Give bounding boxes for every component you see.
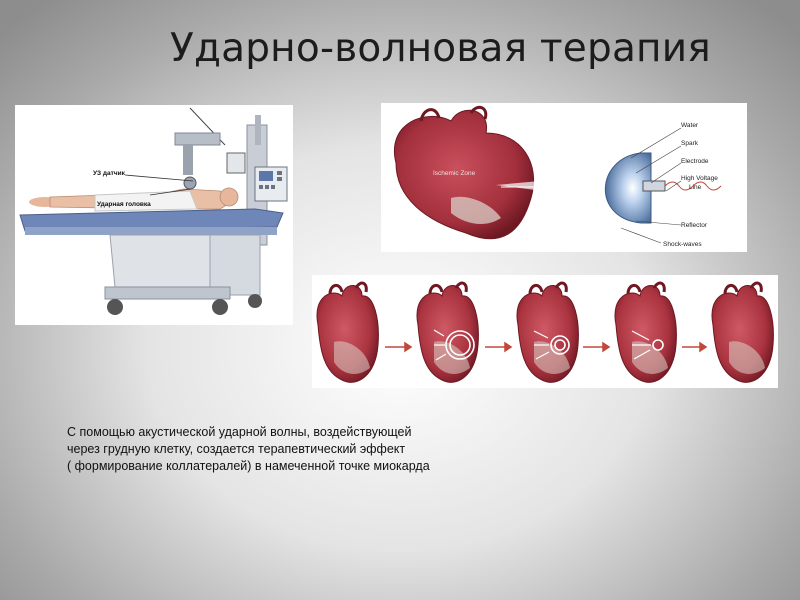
label-sensor: УЗ датчик: [93, 170, 126, 177]
heart-step-5: [710, 281, 775, 384]
heart-step-3: [515, 281, 580, 384]
label-reflector: Reflector: [681, 222, 708, 229]
label-electrode: Electrode: [681, 158, 709, 165]
caption-line-2: через грудную клетку, создается терапевт…: [67, 442, 406, 456]
label-head: Ударная головка: [97, 201, 151, 208]
label-high-voltage: High Voltage: [681, 175, 718, 182]
label-line: Line: [689, 184, 702, 191]
caption-line-1: С помощью акустической ударной волны, во…: [67, 425, 412, 439]
heart-step-1: [315, 281, 380, 384]
label-zone: Ischemic Zone: [433, 170, 476, 177]
label-spark: Spark: [681, 140, 699, 147]
heart-step-4: [613, 281, 678, 384]
caption-line-3: ( формирование коллатералей) в намеченно…: [67, 459, 430, 473]
heart-sequence-image: [312, 275, 778, 388]
heart-diagram-image: Ischemic Zone Water Spark Electrode High…: [381, 103, 747, 252]
label-water: Water: [681, 122, 699, 129]
heart-step-2: [415, 281, 480, 384]
slide-title: Ударно-волновая терапия: [170, 26, 711, 71]
caption-text: С помощью акустической ударной волны, во…: [67, 424, 527, 475]
label-shock-waves: Shock-waves: [663, 241, 702, 248]
equipment-image: УЗ датчик Ударная головка: [15, 105, 293, 325]
